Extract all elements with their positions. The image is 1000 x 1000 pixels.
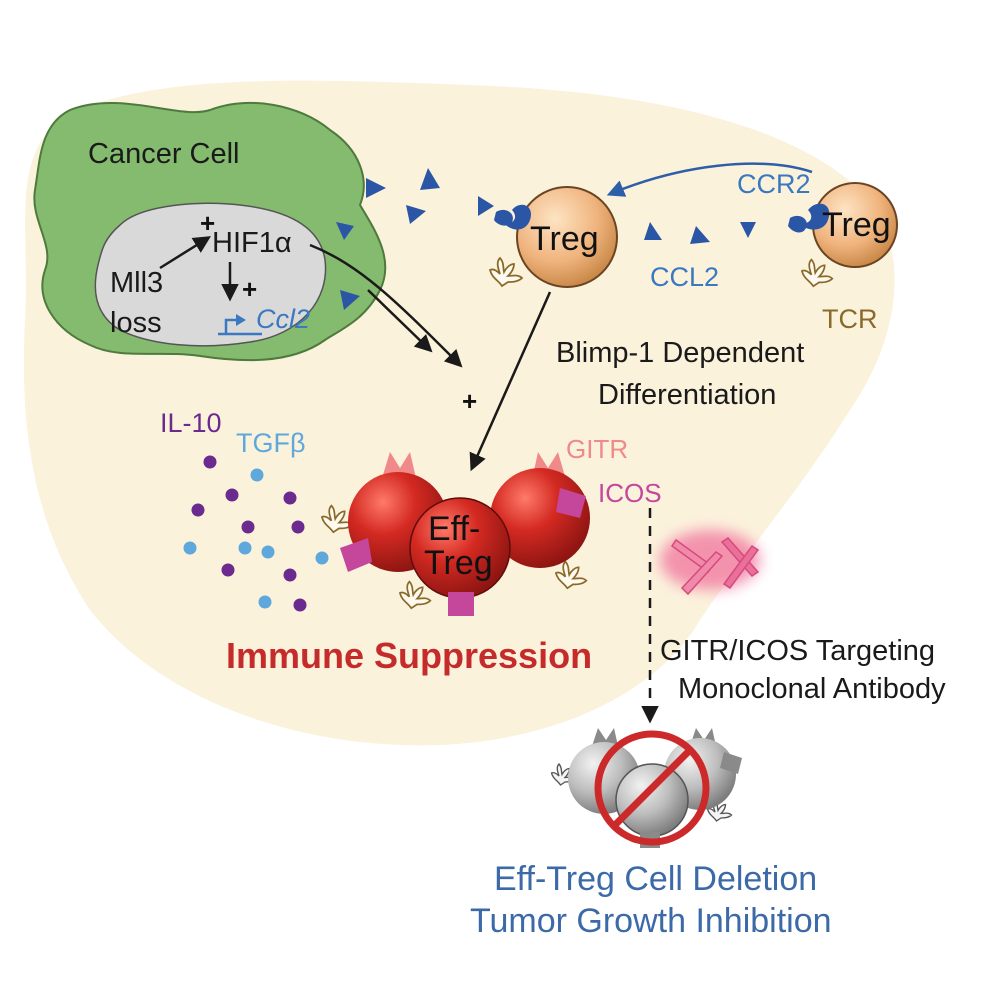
- treg-cell-left: [516, 186, 618, 288]
- il10-dot: [283, 491, 297, 505]
- mll3-to-hif1a-arrow: [159, 236, 211, 270]
- icos-receptor-icon: [448, 592, 474, 616]
- ccl2-triangle-icon: [478, 196, 494, 216]
- icos-label: ICOS: [598, 478, 662, 508]
- ccl2-triangle-icon: [420, 168, 440, 190]
- differentiation-arrow: [469, 291, 552, 472]
- no-symbol-icon: [594, 730, 710, 846]
- ccl2-chemokines: [336, 168, 756, 310]
- il10-dot: [291, 520, 305, 534]
- il10-dot: [225, 488, 239, 502]
- treg-migration-arrow: [606, 162, 813, 197]
- gitr-receptor-icon: [592, 728, 618, 746]
- blimp-label-line2: Differentiation: [598, 379, 776, 411]
- outcome-label-line2: Tumor Growth Inhibition: [470, 902, 832, 940]
- ccl2-triangle-icon: [690, 226, 710, 244]
- ccl2-triangle-icon: [644, 222, 662, 240]
- hif1a-to-efftreg-arrow: [309, 243, 463, 368]
- ccl2-triangle-icon: [340, 290, 360, 310]
- tgfb-label: TGFβ: [236, 428, 306, 458]
- cancer-to-efftreg-arrow: [367, 289, 433, 353]
- tgfb-dot: [258, 595, 272, 609]
- ccl2-gene-label: Ccl2: [256, 304, 310, 334]
- hif1a-label: HIF1α: [212, 227, 292, 259]
- immune-suppression-label: Immune Suppression: [226, 635, 592, 676]
- antibody-label-line1: GITR/ICOS Targeting: [660, 635, 935, 667]
- gitr-receptor-icon: [382, 452, 416, 478]
- il10-dot: [293, 598, 307, 612]
- antibody-label-line2: Monoclonal Antibody: [678, 673, 946, 705]
- plus-ccl2: +: [242, 274, 257, 304]
- promoter-arrow-icon: [218, 318, 262, 336]
- cancer-cell-nucleus: [94, 202, 327, 347]
- icos-receptor-icon: [556, 488, 586, 518]
- tgfb-dot: [261, 545, 275, 559]
- ccl2-triangle-icon: [336, 222, 354, 240]
- tgfb-dots: [183, 468, 329, 609]
- icos-receptor-icon: [340, 538, 372, 572]
- treg-left-label: Treg: [530, 220, 599, 258]
- loss-label: loss: [110, 307, 162, 339]
- il10-dot: [191, 503, 205, 517]
- outcome-label-line1: Eff-Treg Cell Deletion: [494, 860, 817, 898]
- tgfb-dot: [183, 541, 197, 555]
- ccr2-label: CCR2: [737, 169, 811, 199]
- ccr2-receptor-icon: [800, 203, 830, 230]
- mll3-label: Mll3: [110, 267, 163, 299]
- ccl2-triangle-icon: [740, 222, 756, 238]
- il10-dot: [283, 568, 297, 582]
- deleted-eff-treg-cluster: [550, 728, 742, 848]
- ccl2-triangle-icon: [406, 205, 426, 224]
- deleted-cell-center: [615, 763, 689, 837]
- il10-dots: [191, 455, 307, 612]
- il10-label: IL-10: [160, 408, 222, 438]
- tgfb-dot: [250, 468, 264, 482]
- plus-hif1a: +: [200, 208, 215, 238]
- il10-dot: [203, 455, 217, 469]
- eff-treg-label-line2: Treg: [424, 544, 493, 582]
- treg-right-label: Treg: [822, 206, 891, 244]
- ccr2-receptor-icon: [505, 204, 531, 230]
- plus-convergence: +: [462, 386, 477, 416]
- tgfb-dot: [315, 551, 329, 565]
- tcr-label: TCR: [822, 304, 878, 334]
- icos-receptor-icon: [720, 752, 742, 774]
- blimp-label-line1: Blimp-1 Dependent: [556, 337, 804, 369]
- eff-treg-label-line1: Eff-: [428, 510, 480, 548]
- il10-dot: [221, 563, 235, 577]
- ccr2-receptor-icon: [494, 209, 513, 226]
- gitr-label: GITR: [566, 434, 628, 464]
- antibody-icon: [670, 537, 760, 596]
- tgfb-dot: [238, 541, 252, 555]
- cancer-cell-label: Cancer Cell: [88, 138, 240, 170]
- eff-treg-cluster: Eff- Treg: [321, 452, 590, 616]
- il10-dot: [241, 520, 255, 534]
- ccl2-triangle-icon: [366, 178, 386, 198]
- ccr2-receptor-icon: [788, 215, 807, 233]
- ccl2-label: CCL2: [650, 262, 719, 292]
- promoter-arrow-head: [236, 314, 246, 326]
